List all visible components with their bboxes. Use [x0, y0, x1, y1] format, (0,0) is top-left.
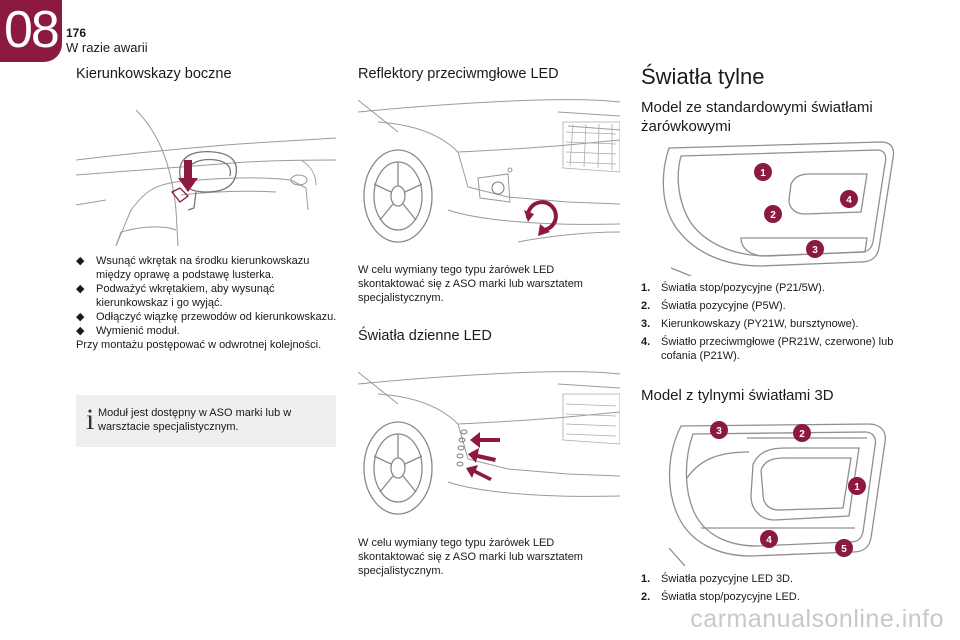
fog-lamps-text: W celu wymiany tego typu żarówek LED sko…: [358, 264, 583, 304]
reassembly-note: Przy montażu postępować w odwrotnej kole…: [76, 339, 322, 351]
info-box: i Moduł jest dostępny w ASO marki lub w …: [76, 395, 336, 447]
standard-legend: 1.Światła stop/pozycyjne (P21/5W). 2.Świ…: [641, 281, 903, 367]
chapter-tab: 08: [0, 0, 62, 62]
standard-legend-list: 1.Światła stop/pozycyjne (P21/5W). 2.Świ…: [641, 281, 903, 363]
callout-2: 2: [770, 210, 776, 221]
left-column: Kierunkowskazy boczne: [76, 66, 336, 82]
led-legend: 1.Światła pozycyjne LED 3D. 2.Światła st…: [641, 572, 903, 608]
standard-rear-lamp-illustration: 1 2 3 4: [662, 141, 895, 276]
fog-lamps-title: Reflektory przeciwmgłowe LED: [358, 66, 559, 82]
list-item: 4.Światło przeciwmgłowe (PR21W, czerwone…: [641, 336, 894, 362]
led-legend-list: 1.Światła pozycyjne LED 3D. 2.Światła st…: [641, 572, 903, 604]
watermark: carmanualsonline.info: [690, 605, 944, 633]
side-mirror-illustration: [76, 109, 336, 246]
callout-4: 4: [766, 535, 772, 546]
drl-illustration: [358, 371, 620, 515]
info-text: Moduł jest dostępny w ASO marki lub w wa…: [98, 407, 292, 433]
list-item: 3.Kierunkowskazy (PY21W, bursztynowe).: [641, 318, 859, 330]
side-indicators-title: Kierunkowskazy boczne: [76, 66, 232, 82]
step-item: ◆Odłączyć wiązkę przewodów od kierunkows…: [76, 311, 337, 323]
chapter-number: 08: [4, 1, 60, 59]
callout-1: 1: [760, 168, 766, 179]
list-item: 2.Światła pozycyjne (P5W).: [641, 300, 786, 312]
step-item: ◆Wymienić moduł.: [76, 325, 180, 337]
list-item: 1.Światła pozycyjne LED 3D.: [641, 573, 794, 585]
callout-4: 4: [846, 195, 852, 206]
callout-1: 1: [854, 482, 860, 493]
callout-3: 3: [812, 245, 818, 256]
drl-title-block: Światła dzienne LED: [358, 328, 620, 344]
led-title-block: Model z tylnymi światłami 3D: [641, 387, 903, 404]
led-model-title: Model z tylnymi światłami 3D: [641, 387, 834, 404]
drl-text: W celu wymiany tego typu żarówek LED sko…: [358, 537, 583, 577]
rear-lamps-title: Światła tylne: [641, 64, 765, 89]
step-item: ◆Podważyć wkrętakiem, aby wysunąć kierun…: [76, 283, 275, 309]
drl-title: Światła dzienne LED: [358, 328, 492, 344]
step-item: ◆Wsunąć wkrętak na środku kierunkowskazu…: [76, 255, 310, 281]
list-item: 1.Światła stop/pozycyjne (P21/5W).: [641, 282, 825, 294]
steps-list: ◆Wsunąć wkrętak na środku kierunkowskazu…: [76, 254, 338, 338]
callout-5: 5: [841, 544, 847, 555]
right-column-top: Światła tylne Model ze standardowymi świ…: [641, 64, 903, 136]
standard-model-title: Model ze standardowymi światłami żarówko…: [641, 99, 873, 135]
callout-3: 3: [716, 426, 722, 437]
left-steps: ◆Wsunąć wkrętak na środku kierunkowskazu…: [76, 254, 338, 352]
middle-column-top: Reflektory przeciwmgłowe LED: [358, 66, 620, 82]
led-rear-lamp-illustration: 1 2 3 4 5: [668, 421, 887, 566]
section-title: W razie awarii: [66, 40, 148, 55]
fog-lamps-text-block: W celu wymiany tego typu żarówek LED sko…: [358, 263, 620, 305]
callout-2: 2: [799, 429, 805, 440]
page-number: 176: [66, 26, 87, 40]
fog-lamp-illustration: [358, 99, 620, 243]
list-item: 2.Światła stop/pozycyjne LED.: [641, 591, 800, 603]
drl-text-block: W celu wymiany tego typu żarówek LED sko…: [358, 536, 620, 578]
info-icon: i: [86, 403, 95, 436]
